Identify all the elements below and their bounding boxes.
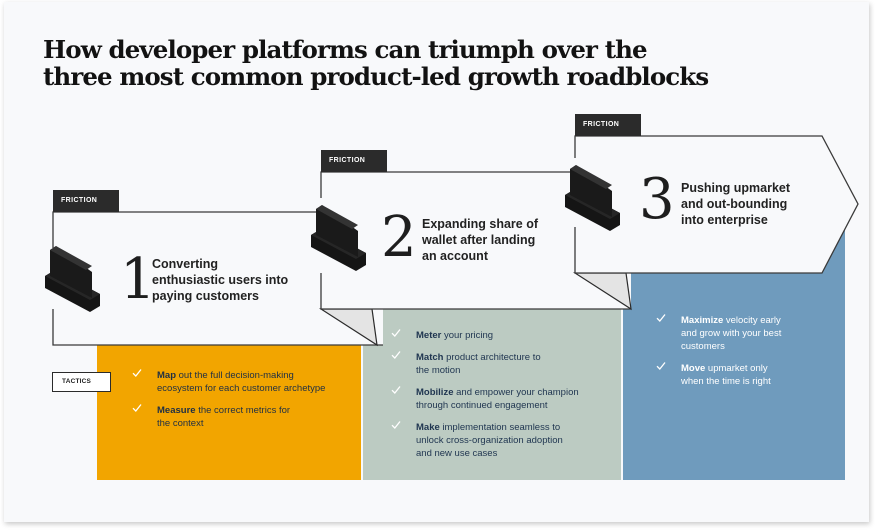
- friction-tag-1: FRICTION: [53, 190, 119, 212]
- barrier-icon: [45, 246, 100, 312]
- tactic-text: and empower your champion: [453, 387, 579, 398]
- tactic-keyword: Meter: [416, 330, 442, 341]
- barrier-icon: [565, 165, 620, 231]
- tactic-item: Match product architecture to the motion: [389, 351, 579, 377]
- friction-number-1: 1: [120, 247, 156, 312]
- tactic-keyword: Maximize: [681, 315, 724, 326]
- tactics-list-1: Map out the full decision-making ecosyste…: [130, 369, 325, 439]
- tactic-keyword: Measure: [157, 405, 196, 416]
- checkmark-icon: [656, 314, 666, 322]
- checkmark-icon: [656, 362, 666, 370]
- page-title: How developer platforms can triumph over…: [43, 35, 709, 91]
- title-line-2: three most common product-led growth roa…: [43, 62, 709, 91]
- tactic-text: velocity early: [723, 315, 781, 326]
- checkmark-icon: [391, 329, 401, 337]
- tactic-keyword: Make: [416, 422, 440, 433]
- tactic-keyword: Map: [157, 370, 176, 381]
- tactic-text-line: ecosystem for each customer archetype: [157, 383, 326, 394]
- checkmark-icon: [391, 421, 401, 429]
- tactic-item: Move upmarket only when the time is right: [654, 362, 781, 388]
- tactic-item: Measure the correct metrics for the conte…: [130, 404, 325, 430]
- tactic-text-line: the motion: [416, 365, 461, 376]
- tactic-text: your pricing: [441, 330, 494, 341]
- friction-text-3: Pushing upmarket and out-bounding into e…: [681, 181, 791, 227]
- tactic-text: the correct metrics for: [195, 405, 291, 416]
- friction-number-3: 3: [639, 167, 675, 232]
- tactic-text-line: and grow with your best: [681, 328, 782, 339]
- tactic-keyword: Move: [681, 363, 706, 374]
- barrier-icon: [311, 205, 366, 271]
- checkmark-icon: [132, 369, 142, 377]
- friction-number-2: 2: [381, 205, 417, 270]
- checkmark-icon: [391, 351, 401, 359]
- friction-text-2: Expanding share of wallet after landing …: [422, 217, 538, 263]
- friction-tag-3: FRICTION: [575, 114, 641, 136]
- tactic-text-line: the context: [157, 418, 204, 429]
- tactic-keyword: Mobilize: [416, 387, 454, 398]
- tactic-text-line: unlock cross-organization adoption: [416, 435, 563, 446]
- tactic-item: Map out the full decision-making ecosyste…: [130, 369, 325, 395]
- friction-text-1: Converting enthusiastic users into payin…: [152, 257, 289, 303]
- tactic-text: implementation seamless to: [439, 422, 561, 433]
- tactic-text: product architecture to: [443, 352, 541, 363]
- tactic-item: Meter your pricing: [389, 329, 579, 342]
- tactic-text-line: through continued engagement: [416, 400, 548, 411]
- tactic-text-line: when the time is right: [681, 376, 771, 387]
- tactic-text: upmarket only: [705, 363, 768, 374]
- tactic-text: out the full decision-making: [176, 370, 294, 381]
- tactic-text-line: customers: [681, 341, 725, 352]
- tactic-item: Mobilize and empower your champion throug…: [389, 386, 579, 412]
- tactic-item: Maximize velocity early and grow with you…: [654, 314, 781, 353]
- tactics-panel-1: [97, 344, 361, 480]
- friction-box-3: [574, 135, 859, 274]
- tactics-label: TACTICS: [52, 372, 111, 392]
- tactic-text-line: and new use cases: [416, 448, 498, 459]
- tactic-item: Make implementation seamless to unlock cr…: [389, 421, 579, 460]
- tactics-list-3: Maximize velocity early and grow with you…: [654, 314, 781, 397]
- tactic-keyword: Match: [416, 352, 444, 363]
- checkmark-icon: [391, 386, 401, 394]
- friction-tag-2: FRICTION: [321, 150, 387, 172]
- checkmark-icon: [132, 404, 142, 412]
- title-line-1: How developer platforms can triumph over…: [43, 35, 648, 64]
- tactics-panel-2: [363, 309, 621, 480]
